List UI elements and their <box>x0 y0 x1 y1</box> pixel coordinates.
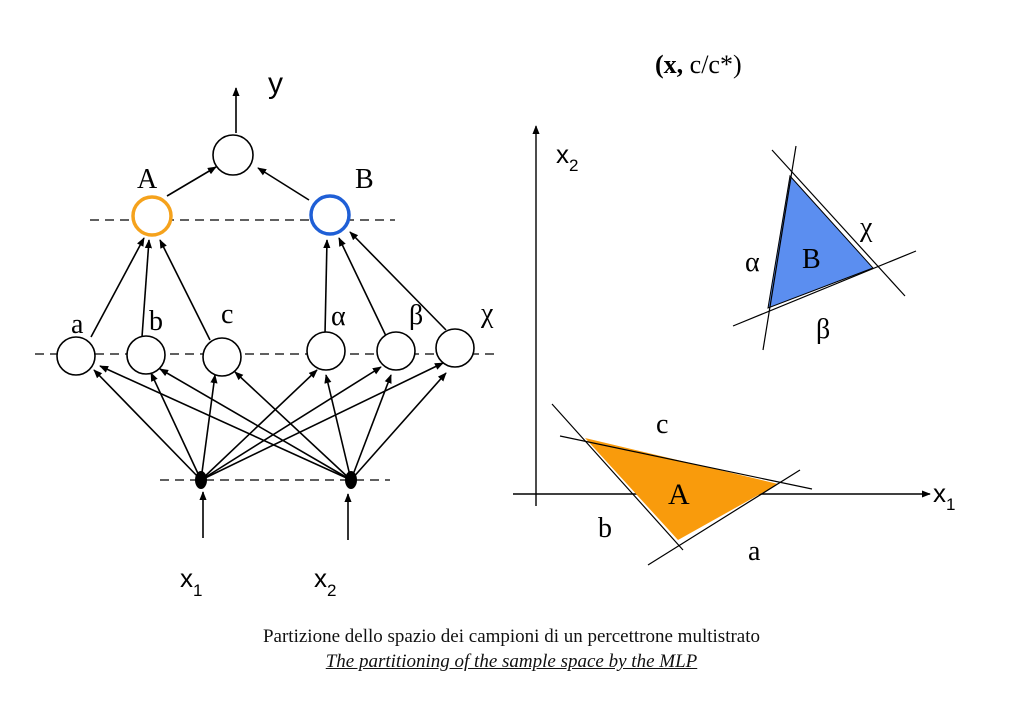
edge-x2-a <box>99 365 352 481</box>
edge-x2-chi <box>350 372 447 481</box>
hidden1-node-c <box>202 337 242 377</box>
hidden2-label-b: B <box>355 164 374 195</box>
edge-x2-alpha <box>324 374 352 481</box>
hidden1-label-chi: χ <box>480 298 494 329</box>
edge-x2-beta <box>350 374 392 481</box>
hidden1-label-a: a <box>71 309 84 340</box>
x-axis-label: x1 <box>933 478 955 514</box>
edge-a-A <box>90 237 145 338</box>
input-label-x2: x2 <box>314 563 336 600</box>
y-axis-label: x2 <box>556 139 578 175</box>
boundary-line-chi <box>771 149 906 297</box>
edge-chi-B <box>349 231 447 331</box>
hidden1-label-c: c <box>221 299 233 330</box>
region-a <box>585 438 778 540</box>
output-node <box>212 134 254 176</box>
edge-x1-c <box>200 374 218 481</box>
edge-x2-c <box>234 371 352 481</box>
output-label: y <box>268 67 283 100</box>
boundary-line-beta <box>732 250 917 327</box>
hidden2-label-a: A <box>137 164 158 195</box>
page-title: (x, c/c*) <box>655 50 742 79</box>
hidden1-node-beta <box>376 331 416 371</box>
boundary-line-b <box>551 403 684 551</box>
input-label-x1: x1 <box>180 563 202 600</box>
line-label-a: a <box>748 536 761 567</box>
hidden1-node-a <box>56 336 96 376</box>
hidden1-label-beta: β <box>409 300 423 331</box>
edge-B-output <box>257 167 310 201</box>
edge-x1-b <box>150 372 202 481</box>
line-label-alpha: α <box>745 247 760 278</box>
input-node-x2 <box>345 471 357 489</box>
hidden2-node-b <box>309 194 351 236</box>
hidden1-node-chi <box>435 328 475 368</box>
boundary-line-c <box>559 435 813 490</box>
region-b-label: B <box>802 244 821 275</box>
line-label-beta: β <box>816 314 830 345</box>
edge-A-output <box>166 166 217 197</box>
edge-b-A <box>141 239 153 338</box>
input-node-x1 <box>195 471 207 489</box>
region-a-label: A <box>668 478 690 511</box>
edge-x2-b <box>159 368 352 481</box>
hidden1-node-alpha <box>306 331 346 371</box>
edge-x1-a <box>93 369 202 481</box>
edge-beta-B <box>338 237 387 337</box>
hidden1-node-b <box>126 335 166 375</box>
edge-x1-alpha <box>200 369 318 481</box>
region-b <box>767 174 874 309</box>
line-label-c: c <box>656 409 668 440</box>
line-label-chi: χ <box>859 212 873 243</box>
caption-english: The partitioning of the sample space by … <box>325 651 698 672</box>
line-label-b: b <box>598 513 612 544</box>
boundary-line-alpha <box>762 145 797 351</box>
edge-alpha-B <box>323 239 331 335</box>
edge-x1-chi <box>200 362 444 481</box>
hidden2-node-a <box>131 195 173 237</box>
hidden1-label-alpha: α <box>331 301 346 332</box>
edge-c-A <box>159 239 211 341</box>
hidden1-label-b: b <box>149 306 163 337</box>
caption-italian: Partizione dello spazio dei campioni di … <box>262 626 761 647</box>
boundary-line-a <box>647 469 801 566</box>
